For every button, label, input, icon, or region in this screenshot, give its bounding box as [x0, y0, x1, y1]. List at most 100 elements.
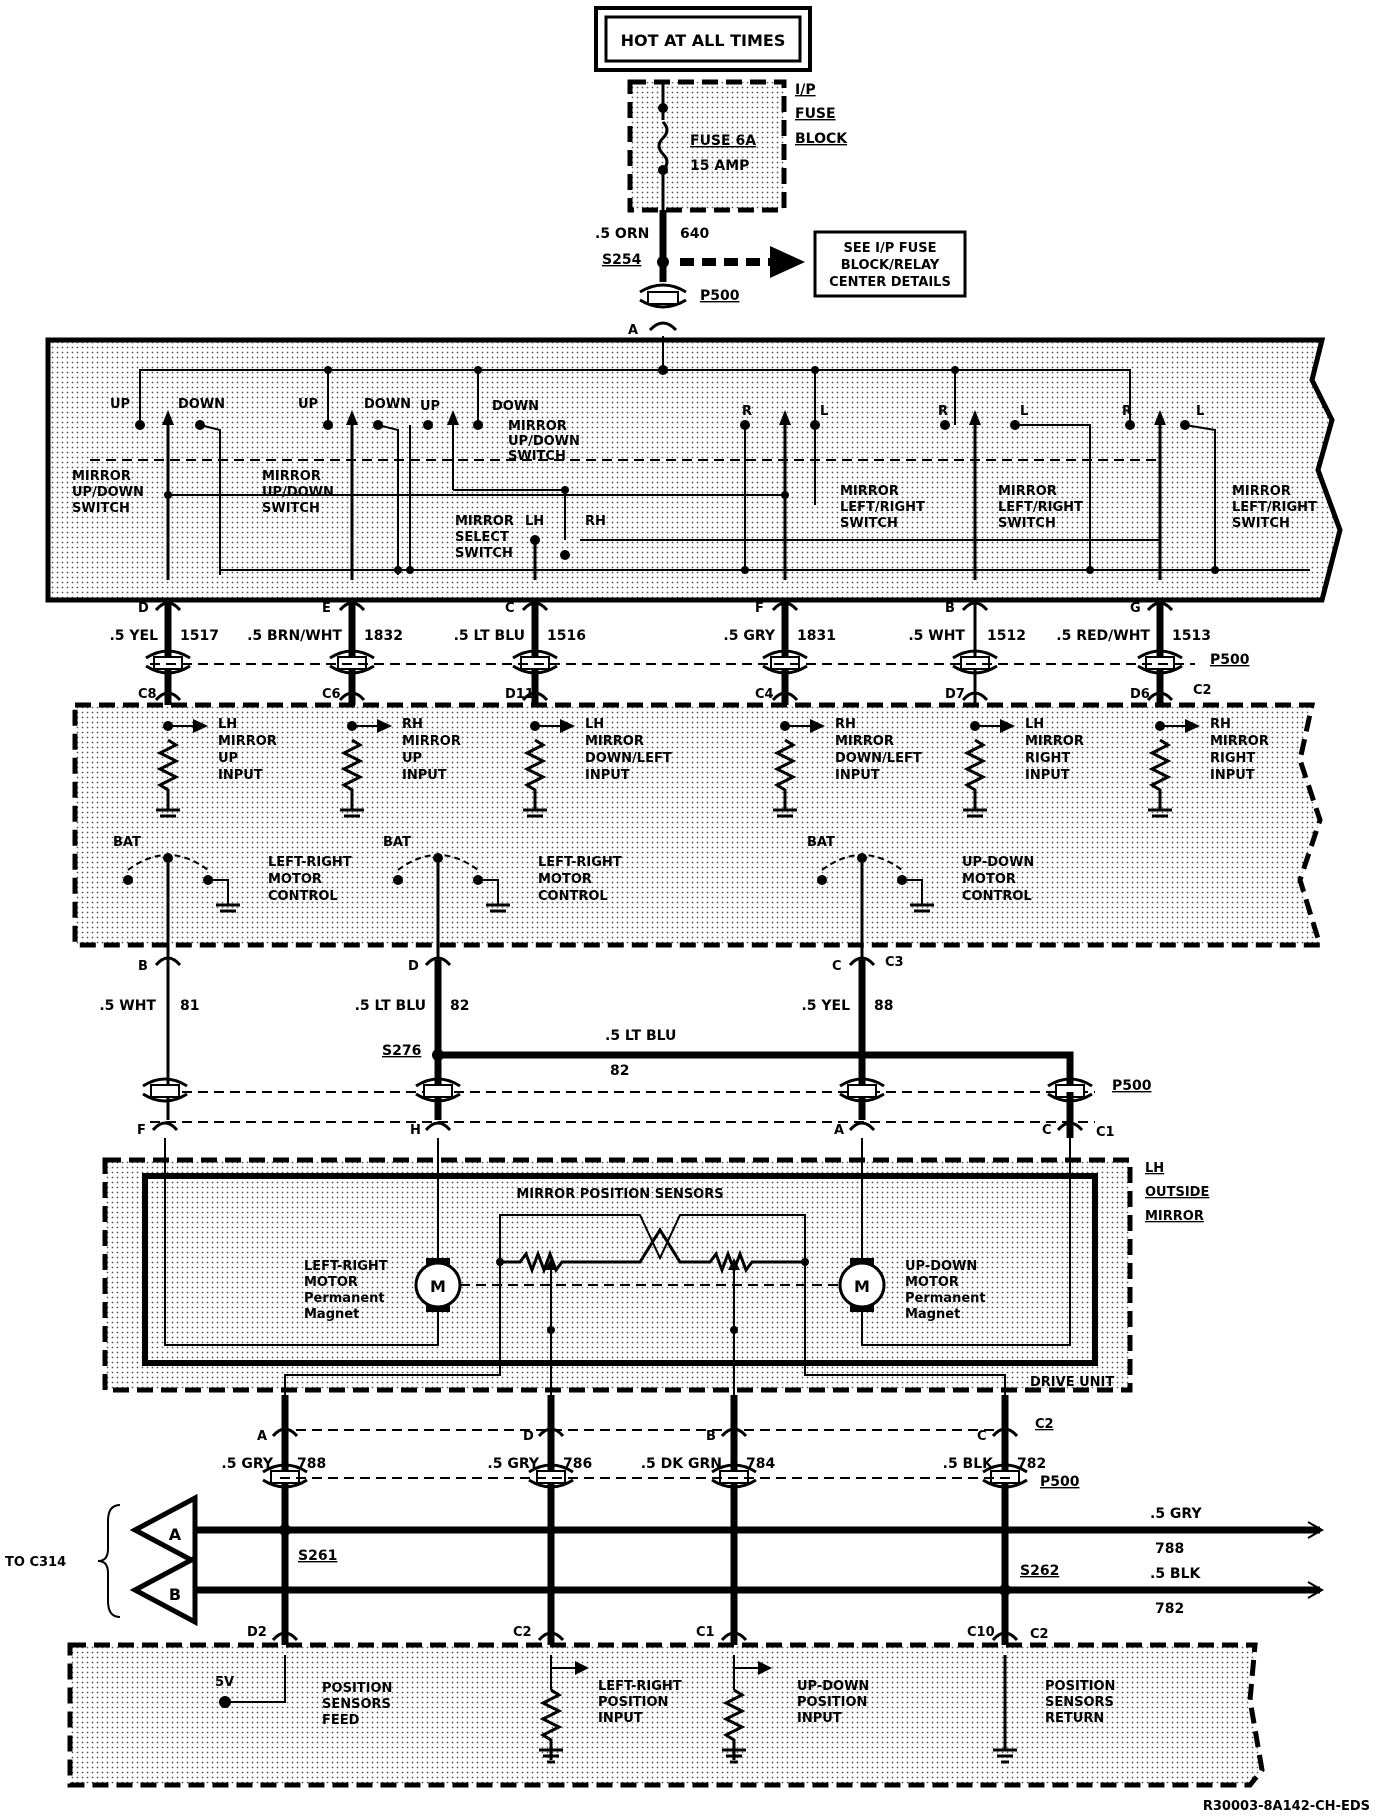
- pulldown-resistor: [963, 738, 987, 810]
- bus: [97, 1504, 1325, 1618]
- feed-line3: FEED: [322, 1713, 360, 1728]
- mirror-pin-label: A: [834, 1123, 844, 1138]
- bat-contact: [123, 875, 133, 885]
- label-down-3: DOWN: [492, 399, 539, 414]
- output-cpin-label: D11: [505, 687, 534, 702]
- position-sensors: [284, 1214, 1006, 1395]
- motor-control-label-line: UP-DOWN: [962, 855, 1034, 870]
- label-r-3: R: [1122, 404, 1132, 419]
- lr2-line3: SWITCH: [998, 516, 1056, 531]
- motor-pin-label: C: [832, 959, 842, 974]
- input-label-line: INPUT: [402, 768, 447, 783]
- mirror-pin-label: C: [1042, 1123, 1052, 1138]
- c1-label: C1: [1096, 1125, 1115, 1140]
- sensor-connector: [528, 1463, 574, 1489]
- label-r-1: R: [742, 404, 752, 419]
- motor-control-label-line: LEFT-RIGHT: [538, 855, 622, 870]
- sensor-circuit: 788: [297, 1456, 326, 1472]
- bus-blk-wire: .5 BLK: [1150, 1566, 1202, 1582]
- p500-mid-label: P500: [1210, 652, 1250, 668]
- sw2-line2: UP/DOWN: [262, 485, 334, 500]
- bus-gry-circuit: 788: [1155, 1541, 1184, 1557]
- output-wire-color: .5 BRN/WHT: [247, 628, 342, 644]
- wire-82-s276: [438, 1051, 1074, 1085]
- bat-label: BAT: [113, 835, 141, 850]
- sw1-line3: SWITCH: [72, 501, 130, 516]
- pulldown-resistor: [340, 738, 364, 810]
- label-down-2: DOWN: [364, 397, 411, 412]
- motor-circuit: 88: [874, 998, 893, 1014]
- mirror-side-1: LH: [1145, 1161, 1164, 1176]
- arrow-right-icon: [770, 246, 805, 278]
- feed-line1: POSITION: [322, 1681, 392, 1696]
- ud-input-line1: UP-DOWN: [797, 1679, 869, 1694]
- motor-pin-cup: [424, 956, 452, 967]
- c2-mid-label: C2: [1193, 683, 1212, 698]
- bat-label: BAT: [807, 835, 835, 850]
- lr3-line2: LEFT/RIGHT: [1232, 500, 1317, 515]
- motor-ud-line4: Magnet: [905, 1307, 960, 1322]
- see-details-box: [813, 230, 967, 298]
- output-pin-label: E: [322, 601, 331, 616]
- label-l-1: L: [820, 404, 828, 419]
- lr1-line1: MIRROR: [840, 484, 899, 499]
- arrow-right-icon: [1000, 719, 1015, 733]
- output-cpin-cup: [154, 691, 182, 702]
- bottom-pin-C2: C2: [513, 1625, 565, 1642]
- bus-gry-wire: .5 GRY: [1150, 1506, 1202, 1522]
- motor-control-label-line: LEFT-RIGHT: [268, 855, 352, 870]
- mirror-pin-cup: [151, 1121, 179, 1132]
- motor-pin-label: B: [138, 959, 148, 974]
- input-label-line: INPUT: [218, 768, 263, 783]
- bottom-module: [67, 1642, 1265, 1788]
- output-pin-label: B: [945, 601, 955, 616]
- circuit-640-label: 640: [680, 226, 709, 242]
- sensor-wire-color: .5 DK GRN: [641, 1456, 722, 1472]
- input-label-line: MIRROR: [1025, 734, 1084, 749]
- splice-s262: [999, 1584, 1011, 1596]
- connector-p500-top: [639, 283, 687, 332]
- fuse-block-label-1: I/P: [795, 82, 816, 98]
- arrow-right-icon: [758, 1661, 772, 1675]
- input-label-line: DOWN/LEFT: [585, 751, 672, 766]
- brace-icon: [97, 1504, 121, 1618]
- label-down-1: DOWN: [178, 397, 225, 412]
- output-circuit: 1517: [180, 628, 219, 644]
- motor-control-label-line: MOTOR: [538, 872, 592, 887]
- output-wire-color: .5 YEL: [109, 628, 158, 644]
- motor-circuit: 82: [450, 998, 469, 1014]
- input-label-line: LH: [585, 717, 604, 732]
- sensor-wire-color: .5 GRY: [487, 1456, 539, 1472]
- v5-label: 5V: [215, 1675, 234, 1690]
- lr3-line1: MIRROR: [1232, 484, 1291, 499]
- hot-label: HOT AT ALL TIMES: [621, 31, 786, 50]
- mirror-pin-label: F: [137, 1123, 146, 1138]
- bottom-pin-D2: D2: [247, 1625, 299, 1642]
- input-label-line: INPUT: [1210, 768, 1255, 783]
- motor-control-label-line: CONTROL: [268, 889, 338, 904]
- input-label-line: MIRROR: [1210, 734, 1269, 749]
- fuse-name: FUSE 6A: [690, 133, 756, 149]
- output-wire-color: .5 GRY: [723, 628, 775, 644]
- sw2-line3: SWITCH: [262, 501, 320, 516]
- input-label-line: MIRROR: [218, 734, 277, 749]
- bottom-pin-cup: [271, 1631, 299, 1642]
- bus-blk-circuit: 782: [1155, 1601, 1184, 1617]
- sensor-pin-cup: [537, 1427, 565, 1438]
- input-label-line: MIRROR: [835, 734, 894, 749]
- bottom-pin-C10: C10: [967, 1625, 1019, 1642]
- fuse-icon: [657, 120, 669, 172]
- motor-ud-line1: UP-DOWN: [905, 1259, 977, 1274]
- mirror-pin-cup: [848, 1121, 876, 1132]
- bottom-pin-cup: [720, 1631, 748, 1642]
- to-c314-label: TO C314: [5, 1555, 66, 1570]
